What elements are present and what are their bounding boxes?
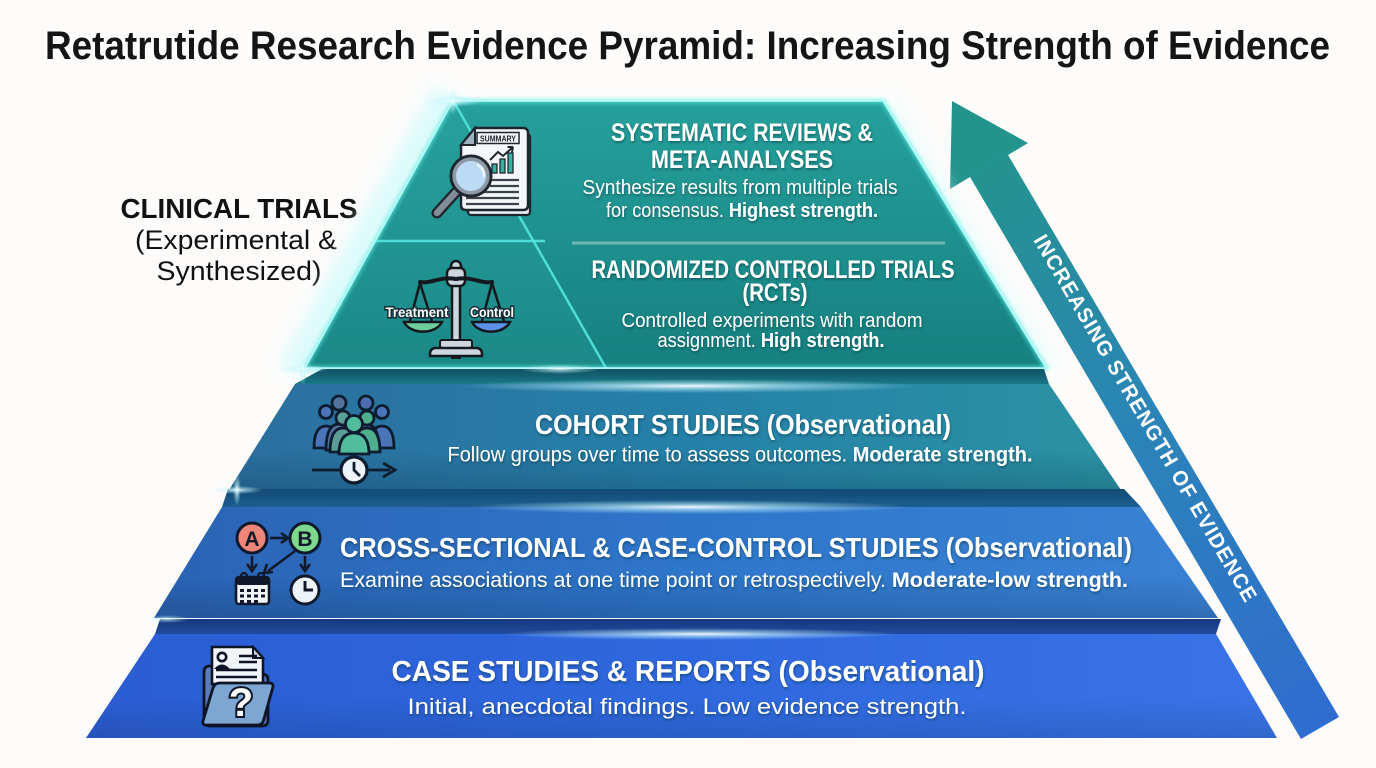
svg-text:Retatrutide Research Evidence: Retatrutide Research Evidence Pyramid: I… — [45, 24, 1330, 68]
svg-text:Controlled experiments with ra: Controlled experiments with random — [622, 310, 923, 332]
svg-text:Examine associations at one ti: Examine associations at one time point o… — [340, 569, 1128, 592]
svg-text:?: ? — [229, 681, 253, 725]
svg-text:(RCTs): (RCTs) — [743, 279, 808, 307]
svg-text:Treatment: Treatment — [386, 304, 449, 320]
svg-text:Control: Control — [470, 304, 514, 320]
svg-text:Initial, anecdotal findings. L: Initial, anecdotal findings. Low evidenc… — [408, 694, 967, 719]
svg-text:?: ? — [229, 681, 253, 725]
svg-text:CASE STUDIES & REPORTS (Observ: CASE STUDIES & REPORTS (Observational) — [392, 656, 985, 688]
svg-text:(Experimental &: (Experimental & — [135, 225, 337, 255]
svg-text:Control: Control — [470, 304, 514, 320]
svg-text:RANDOMIZED CONTROLLED TRIALS: RANDOMIZED CONTROLLED TRIALS — [592, 256, 955, 284]
svg-text:Follow groups over time to ass: Follow groups over time to assess outcom… — [448, 444, 1033, 467]
svg-text:CLINICAL TRIALS: CLINICAL TRIALS — [121, 193, 358, 224]
svg-text:Synthesized): Synthesized) — [157, 256, 322, 286]
svg-text:A: A — [244, 528, 259, 551]
svg-text:CROSS-SECTIONAL & CASE-CONTROL: CROSS-SECTIONAL & CASE-CONTROL STUDIES (… — [340, 532, 1132, 563]
svg-text:Treatment: Treatment — [386, 304, 449, 320]
svg-text:SYSTEMATIC REVIEWS &: SYSTEMATIC REVIEWS & — [611, 119, 873, 147]
svg-text:SUMMARY: SUMMARY — [480, 134, 516, 144]
svg-text:COHORT STUDIES (Observational): COHORT STUDIES (Observational) — [535, 409, 951, 440]
svg-text:META-ANALYSES: META-ANALYSES — [651, 146, 833, 174]
svg-text:Synthesize results from multip: Synthesize results from multiple trials — [583, 177, 898, 199]
svg-text:for consensus. Highest strengt: for consensus. Highest strength. — [606, 200, 878, 222]
svg-text:B: B — [297, 528, 312, 551]
svg-text:assignment. High strength.: assignment. High strength. — [658, 330, 885, 352]
